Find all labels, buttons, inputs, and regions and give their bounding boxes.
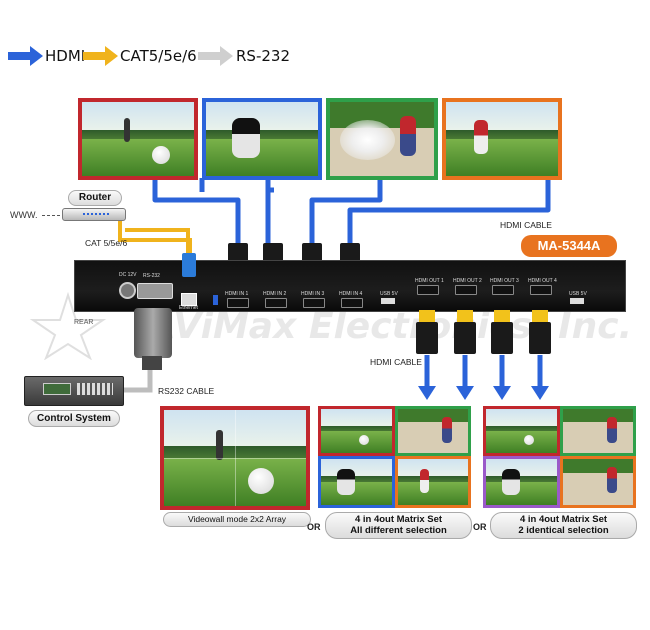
mode-identical-line2: 2 identical selection (518, 525, 609, 536)
hdmi-out-1-port (417, 285, 439, 295)
hdmi-in-2-port (265, 298, 287, 308)
rs232-arrow-icon (198, 46, 233, 66)
mode-different-line1: 4 in 4out Matrix Set (354, 514, 443, 525)
ethernet-label: Ethernet (179, 305, 198, 311)
or-label-2: OR (473, 522, 487, 532)
model-badge: MA-5344A (521, 235, 617, 257)
control-system-device (24, 376, 124, 406)
hdmi-in-4-port (341, 298, 363, 308)
input-screen-1 (78, 98, 198, 180)
hdmi-out-2-label: HDMI OUT 2 (453, 278, 482, 284)
hdmi-in-1-label: HDMI IN 1 (225, 291, 249, 297)
router-label: Router (68, 190, 122, 206)
grid-a-cell-2 (395, 406, 471, 456)
hdmi-in-2-label: HDMI IN 2 (263, 291, 287, 297)
usb-label: USB 5V (380, 291, 398, 297)
cat-cable-label: CAT 5/5e/6 (85, 238, 128, 248)
usb2-port (570, 298, 584, 304)
rs232-connector-tail (142, 356, 162, 370)
hdmi-cable-top-label: HDMI CABLE (500, 220, 552, 230)
grid-b-cell-2 (560, 406, 636, 456)
ethernet-plug (182, 253, 196, 277)
golf-photo-swing (446, 102, 558, 176)
grid-b-cell-3 (483, 456, 560, 508)
mode-identical-line1: 4 in 4out Matrix Set (519, 514, 608, 525)
grid-a-cell-1 (318, 406, 395, 456)
legend-rs232-label: RS-232 (236, 47, 290, 65)
legend-hdmi-label: HDMI (45, 47, 86, 65)
hdmi-out-4-port (530, 285, 552, 295)
input-screen-4 (442, 98, 562, 180)
mode-caption-identical: 4 in 4out Matrix Set 2 identical selecti… (490, 512, 637, 539)
grid-b-cell-4 (560, 456, 636, 508)
matrix-device: DC 12V RS-232 Ethernet HDMI IN 1 HDMI IN… (74, 260, 626, 312)
golf-photo-putt (82, 102, 194, 176)
cat-arrow-icon (83, 46, 118, 66)
hdmi-out-3-port (492, 285, 514, 295)
hdmi-out-4-label: HDMI OUT 4 (528, 278, 557, 284)
rs232-port-label: RS-232 (143, 273, 160, 279)
golf-photo-bunker (330, 102, 434, 176)
www-label: WWW. (10, 210, 38, 220)
hdmi-arrow-icon (8, 46, 43, 66)
hdmi-cable-bottom-label: HDMI CABLE (370, 357, 422, 367)
hdmi-in-1-port (227, 298, 249, 308)
grid-b-cell-1 (483, 406, 560, 456)
rs232-port (137, 283, 173, 299)
rs232-cable-label: RS232 CABLE (158, 386, 215, 396)
hdmi-in-3-label: HDMI IN 3 (301, 291, 325, 297)
dc-label: DC 12V (119, 272, 137, 278)
mode-caption-videowall: Videowall mode 2x2 Array (163, 512, 311, 527)
dip-switch (213, 295, 218, 305)
input-screen-2 (202, 98, 322, 180)
hdmi-out-2-port (455, 285, 477, 295)
usb2-label: USB 5V (569, 291, 587, 297)
golf-photo-crouch (206, 102, 318, 176)
watermark-text: AViMax Electronics, Inc. (148, 306, 633, 347)
ethernet-port (181, 293, 197, 306)
mode-videowall-text: Videowall mode 2x2 Array (187, 514, 287, 524)
watermark-star-logo (29, 291, 107, 360)
router-device (62, 208, 126, 221)
control-system-label: Control System (28, 410, 120, 427)
rear-label: REAR (74, 319, 94, 326)
hdmi-in-3-port (303, 298, 325, 308)
dc-jack-icon (119, 282, 136, 299)
hdmi-in-4-label: HDMI IN 4 (339, 291, 363, 297)
grid-a-cell-4 (395, 456, 471, 508)
videowall-screen (160, 406, 310, 510)
input-screen-3 (326, 98, 438, 180)
legend-cat-label: CAT5/5e/6 (120, 47, 197, 65)
hdmi-out-3-label: HDMI OUT 3 (490, 278, 519, 284)
rs232-connector (134, 308, 172, 358)
mode-caption-different: 4 in 4out Matrix Set All different selec… (325, 512, 472, 539)
hdmi-out-1-label: HDMI OUT 1 (415, 278, 444, 284)
videowall-photo (164, 410, 306, 506)
mode-different-line2: All different selection (350, 525, 447, 536)
grid-a-cell-3 (318, 456, 395, 508)
www-dashed-line (42, 215, 60, 216)
usb-port (381, 298, 395, 304)
or-label-1: OR (307, 522, 321, 532)
